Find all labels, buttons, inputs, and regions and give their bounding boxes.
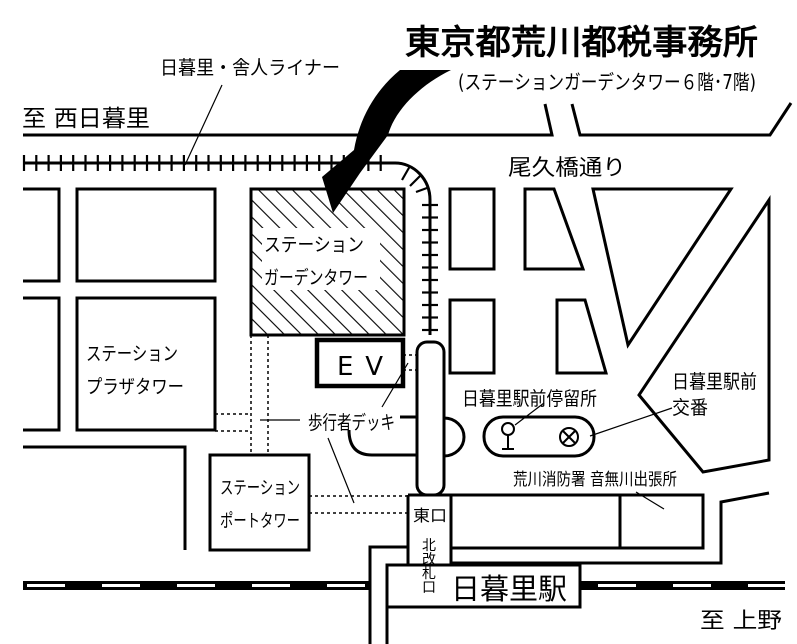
road-left <box>23 445 187 550</box>
plaza-tower-label: ステーション <box>86 343 178 365</box>
block <box>75 187 217 283</box>
rail-dash <box>102 584 140 587</box>
north-gate-char: 口 <box>422 580 436 596</box>
block <box>591 187 734 349</box>
rail-dash <box>673 584 711 587</box>
nippori-station <box>385 563 582 609</box>
north-gate-char: 改 <box>422 552 436 568</box>
rail-dash <box>748 584 786 587</box>
railway-dashes <box>27 584 786 587</box>
block <box>448 298 496 375</box>
pedestrian-deck <box>415 340 446 497</box>
liner-leader <box>184 84 223 166</box>
block <box>448 187 496 271</box>
map-subtitle: (ステーションガーデンタワー６階･7階) <box>458 70 756 94</box>
walkway-dotted <box>215 335 417 514</box>
elevator-box <box>314 337 406 389</box>
fire-station-building <box>449 493 705 550</box>
road-top-right <box>570 102 793 137</box>
plaza-tower-label: プラザタワー <box>86 376 184 398</box>
rail-dash <box>252 584 290 587</box>
koban-label: 日暮里駅前 <box>672 371 757 393</box>
to-ueno-label: 至 上野 <box>700 609 782 634</box>
fire-station-label: 荒川消防署 音無川出張所 <box>513 470 677 490</box>
north-gate-char: 札 <box>422 566 436 582</box>
arrow-icon <box>322 70 451 213</box>
koban-leader <box>589 407 673 437</box>
block <box>23 296 61 432</box>
liner-label: 日暮里・舎人ライナー <box>160 57 340 79</box>
deck-label: 歩行者デッキ <box>308 412 395 434</box>
east-exit-corridor <box>406 491 770 565</box>
to-nishinippori-label: 至 西日暮里 <box>22 106 150 132</box>
police-box-icon <box>559 427 579 447</box>
garden-tower-label: ステーション <box>264 234 364 256</box>
port-tower-label: ステーション <box>220 478 300 499</box>
garden-tower-label-bg <box>262 228 380 290</box>
station-passage <box>368 545 408 644</box>
koban-label: 交番 <box>672 397 708 419</box>
bus-stop-icon <box>501 422 515 450</box>
east-exit-label: 東口 <box>413 506 447 525</box>
station-plaza-tower <box>75 296 217 432</box>
deck-leaders <box>260 362 409 504</box>
block <box>555 298 608 375</box>
bus-stop-leader <box>514 402 545 426</box>
liner-track-ticks <box>22 155 438 332</box>
ev-label: E V <box>337 352 383 382</box>
deck-loop <box>347 415 466 458</box>
port-tower-label: ポートタワー <box>220 511 300 532</box>
map-title: 東京都荒川都税事務所 <box>405 23 758 63</box>
koban-block <box>637 195 771 474</box>
rail-dash <box>598 584 636 587</box>
liner-track <box>23 161 432 335</box>
track-tick <box>415 186 428 194</box>
rail-dash <box>327 584 365 587</box>
bus-stop-island <box>482 415 596 458</box>
okubashi-label: 尾久橋通り <box>508 156 626 181</box>
track-tick <box>409 175 421 187</box>
garden-tower-label: ガーデンタワー <box>264 267 368 289</box>
north-gate-char: 北 <box>422 538 436 554</box>
bus-stop-label: 日暮里駅前停留所 <box>462 388 597 410</box>
north-gate-label: 北 改 札 口 <box>422 538 436 596</box>
road-top-left <box>23 103 554 137</box>
rail-dash <box>177 584 215 587</box>
track-tick <box>401 165 411 181</box>
block <box>523 187 586 271</box>
station-port-tower <box>208 453 311 552</box>
station-label: 日暮里駅 <box>451 572 567 606</box>
block <box>23 187 61 283</box>
rail-dash <box>27 584 65 587</box>
